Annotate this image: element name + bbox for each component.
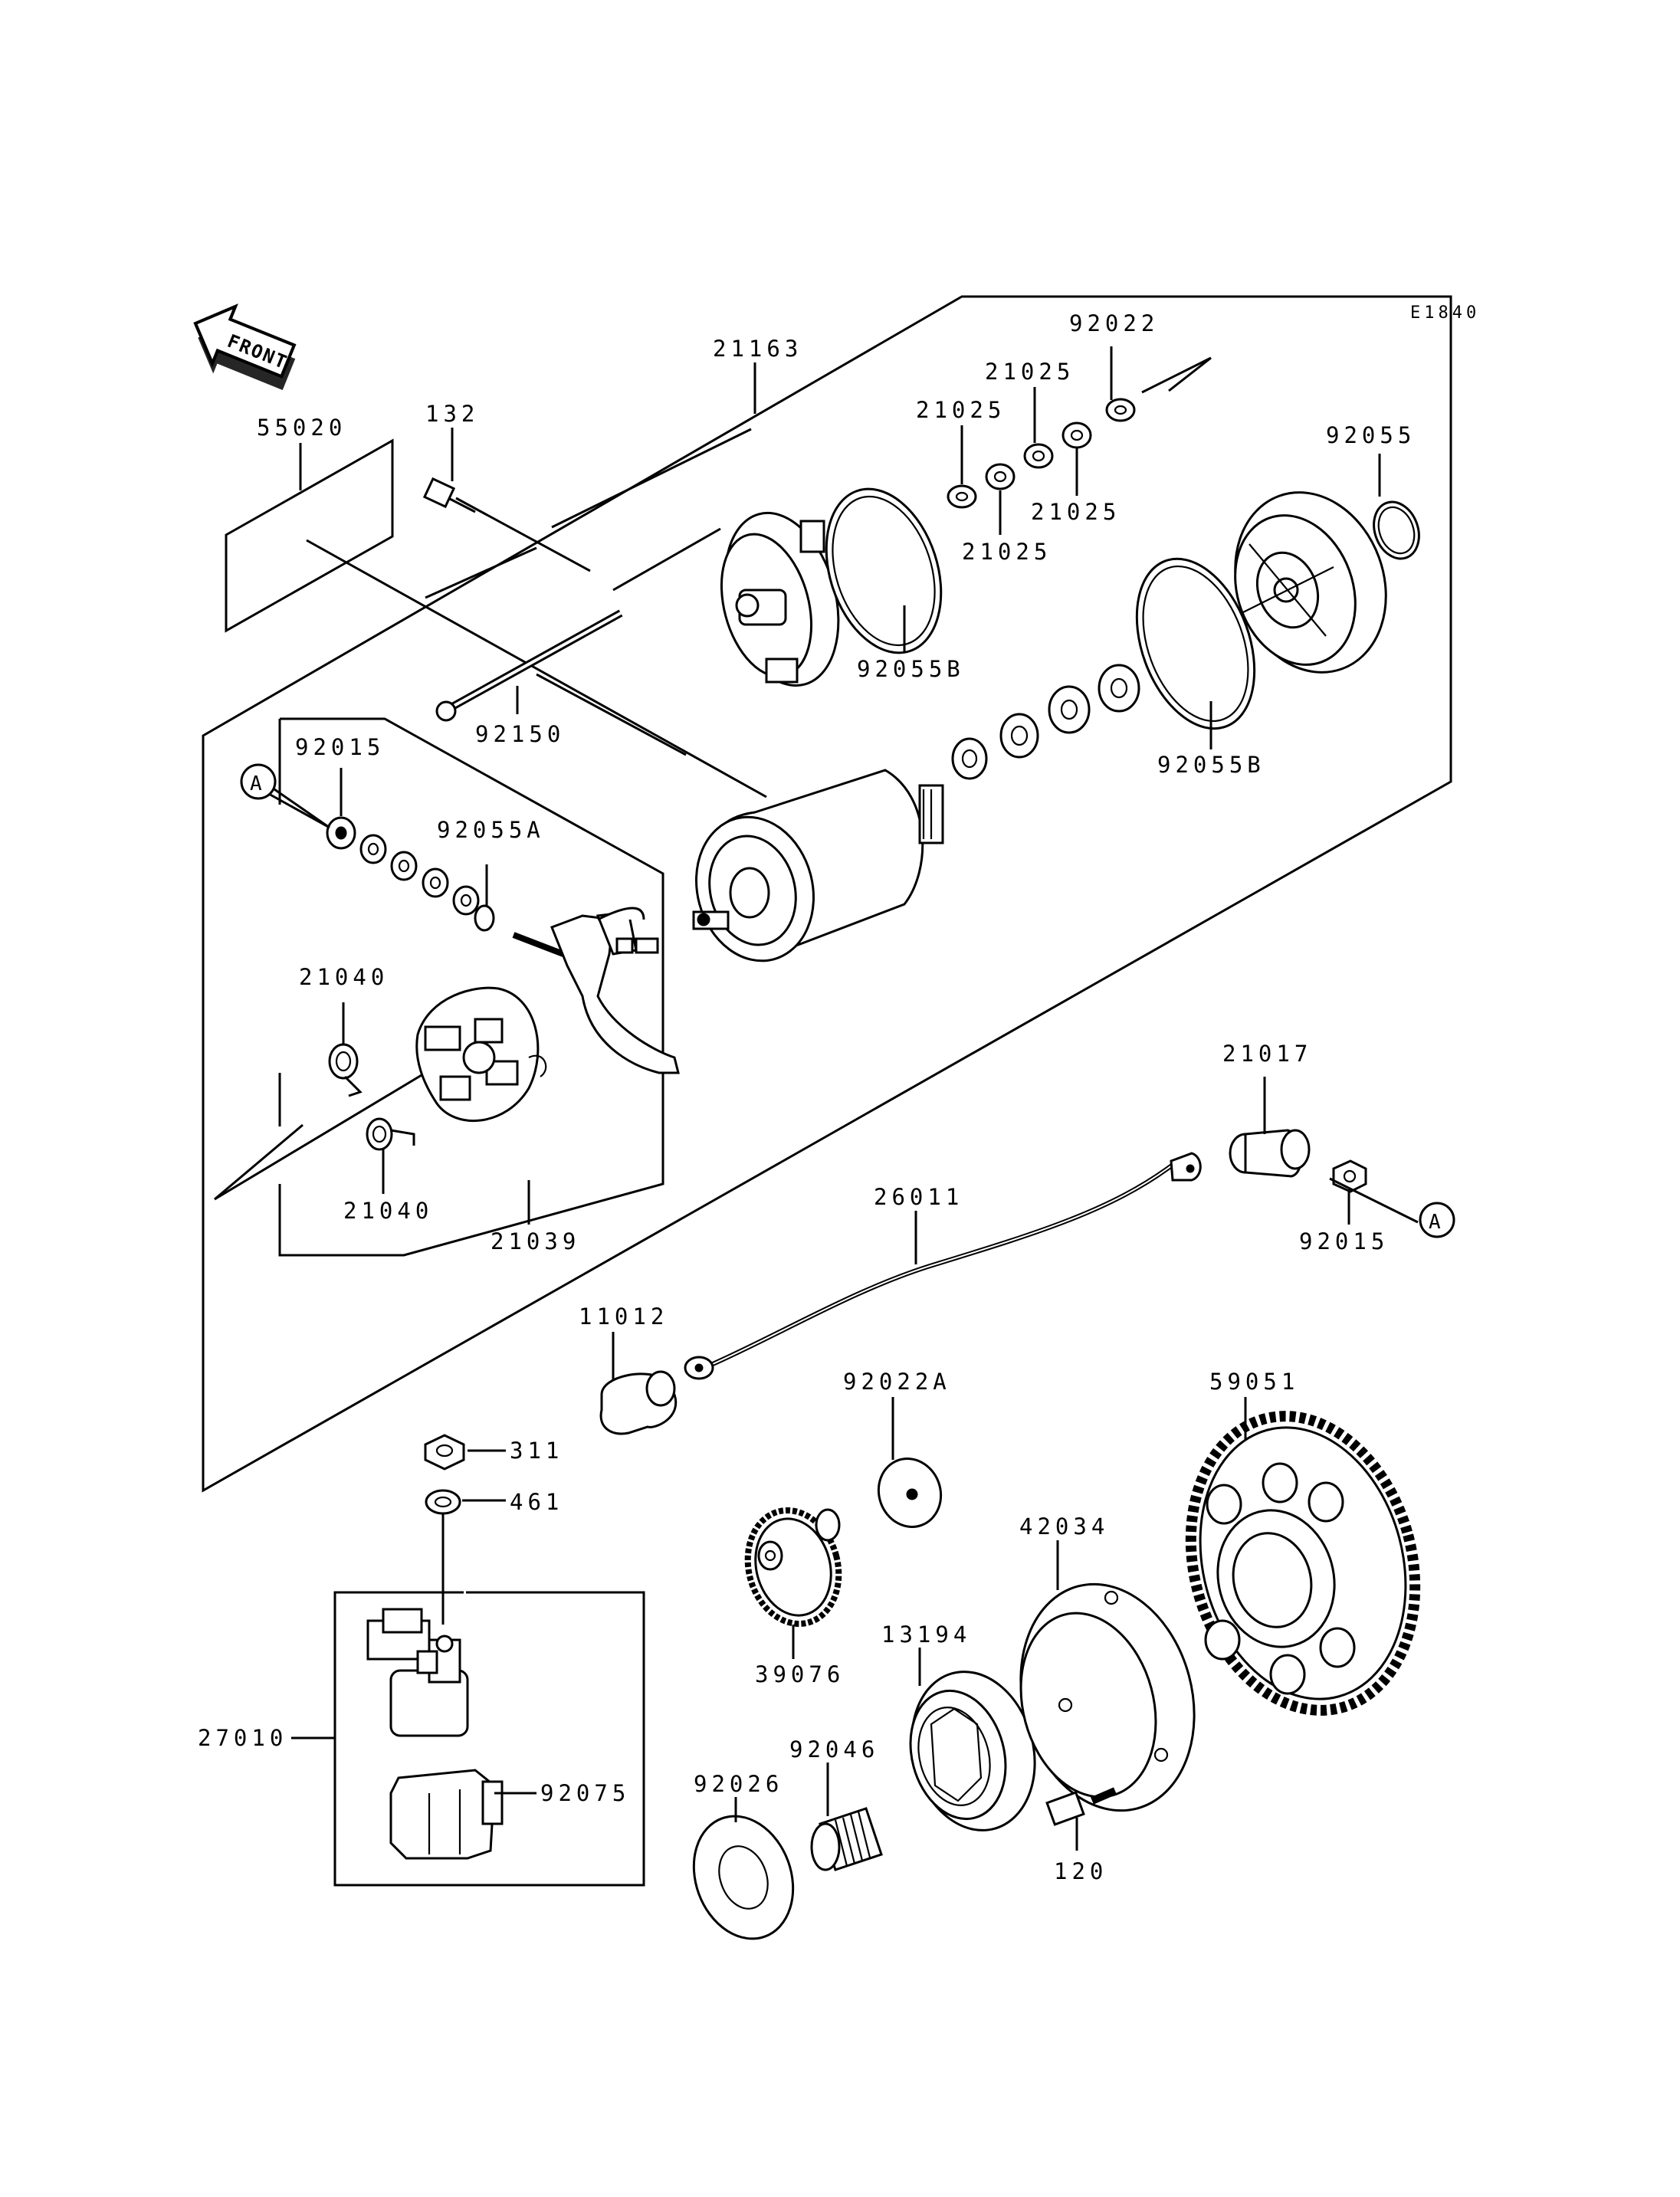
brush-washers	[326, 816, 495, 932]
terminal-cap	[599, 1370, 678, 1435]
label-42034: 42034	[1019, 1513, 1109, 1540]
label-21163: 21163	[713, 336, 802, 362]
label-92046: 92046	[789, 1736, 879, 1763]
nut-92015-right	[1332, 1159, 1367, 1193]
svg-text:A: A	[1429, 1211, 1441, 1234]
washer-92022	[1105, 398, 1136, 422]
nut-311	[424, 1434, 465, 1471]
label-92055A: 92055A	[437, 817, 545, 843]
needle-bearing-92046	[810, 1807, 883, 1871]
label-21017: 21017	[1222, 1041, 1312, 1067]
leader-lines	[291, 346, 1419, 1851]
label-92055: 92055	[1326, 422, 1416, 448]
rear-cover	[1234, 491, 1387, 674]
label-11012: 11012	[579, 1303, 668, 1330]
ref-marker-a-left: A	[240, 763, 330, 829]
o-ring-92055B-rear	[1135, 557, 1256, 730]
label-21025-a: 21025	[985, 359, 1075, 385]
label-92055B-b: 92055B	[1157, 752, 1265, 778]
label-55020: 55020	[257, 415, 346, 441]
label-26011: 26011	[874, 1184, 963, 1210]
through-bolt-92150	[435, 609, 623, 722]
label-plate	[225, 438, 394, 633]
brush-spring-lower	[366, 1117, 415, 1151]
diagram-code: E1840	[1410, 303, 1480, 323]
starter-yoke	[692, 769, 944, 962]
washers-21025	[947, 421, 1092, 509]
label-13194: 13194	[881, 1622, 971, 1648]
armature-washers	[951, 664, 1140, 780]
front-cover	[720, 511, 840, 687]
lock-washer-461	[425, 1489, 461, 1515]
brush-holder-boundary	[278, 717, 664, 1257]
label-21025-c: 21025	[1031, 499, 1121, 525]
starter-gear-59051	[1185, 1411, 1421, 1716]
brush-holder	[415, 986, 547, 1122]
starter-clutch-13194	[909, 1671, 1036, 1831]
svg-text:A: A	[250, 772, 262, 795]
washer-92026	[692, 1815, 795, 1940]
clutch-housing-42034	[1019, 1582, 1196, 1812]
label-21040-a: 21040	[299, 964, 389, 990]
label-39076: 39076	[755, 1661, 845, 1687]
terminal-brush-lead	[512, 907, 680, 1074]
bolt-120	[1045, 1787, 1117, 1826]
label-21039: 21039	[491, 1228, 580, 1254]
label-92015-b: 92015	[1299, 1228, 1389, 1254]
label-21025-b: 21025	[916, 397, 1006, 423]
label-27010: 27010	[198, 1725, 287, 1751]
label-92015-a: 92015	[295, 734, 385, 760]
label-461: 461	[510, 1489, 563, 1515]
idle-gear-39076	[744, 1507, 842, 1627]
label-21040-b: 21040	[343, 1198, 433, 1224]
starter-relay	[366, 1608, 469, 1737]
label-92022: 92022	[1069, 310, 1159, 336]
relay-boundary	[333, 1591, 645, 1887]
label-92150: 92150	[475, 721, 565, 747]
o-ring-92055B-front	[825, 487, 943, 654]
label-311: 311	[510, 1438, 563, 1464]
label-120: 120	[1054, 1858, 1107, 1884]
label-92026: 92026	[694, 1771, 783, 1797]
relay-cover-92075	[389, 1769, 504, 1860]
part-labels: 21163 92022 21025 21025 21025 21025 9205…	[198, 310, 1416, 1884]
starter-assembly-boundary	[202, 295, 1452, 1493]
label-92075: 92075	[540, 1780, 630, 1806]
label-21025-d: 21025	[962, 539, 1052, 565]
bolt-132	[422, 477, 476, 513]
front-arrow-icon: FRONT	[193, 303, 297, 391]
terminal-boot	[1229, 1129, 1311, 1178]
label-132: 132	[425, 401, 479, 427]
label-59051: 59051	[1209, 1369, 1299, 1395]
label-92055B-a: 92055B	[857, 656, 965, 682]
starter-cable	[684, 1152, 1202, 1380]
ref-marker-a-right: A	[1419, 1202, 1455, 1238]
brush-spring-upper	[328, 1043, 363, 1097]
label-92022A: 92022A	[843, 1369, 951, 1395]
